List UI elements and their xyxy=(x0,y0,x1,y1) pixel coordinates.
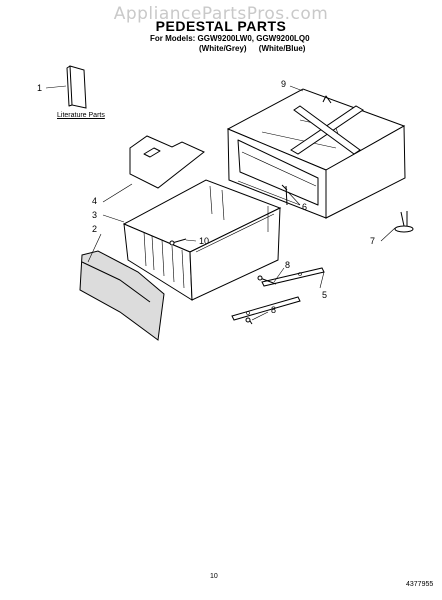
drawer-rail-lower xyxy=(231,296,301,321)
leader-lines xyxy=(45,85,396,321)
callout-9: 9 xyxy=(281,79,287,89)
screw-10 xyxy=(169,238,187,246)
page-number: 10 xyxy=(210,573,218,580)
drawer-basket xyxy=(122,179,282,301)
models-line: For Models: GGW9200LW0, GGW9200LQ0 xyxy=(150,34,310,43)
literature-booklet xyxy=(66,65,87,109)
screw-8-upper xyxy=(257,275,277,285)
leveling-leg xyxy=(394,211,414,233)
document-number: 4377955 xyxy=(406,581,434,588)
watermark: AppliancePartsPros.com xyxy=(113,4,329,24)
color-variants: (White/Grey) (White/Blue) xyxy=(199,44,315,53)
callout-6: 6 xyxy=(302,202,308,212)
literature-parts-label: Literature Parts xyxy=(57,112,105,119)
callout-5: 5 xyxy=(322,290,328,300)
callout-8-upper: 8 xyxy=(285,260,291,270)
callout-8-lower: 8 xyxy=(271,305,277,315)
callout-7: 7 xyxy=(370,236,376,246)
color-variant-white-blue: (White/Blue) xyxy=(258,44,306,53)
page-title: PEDESTAL PARTS xyxy=(155,18,287,34)
drawer-bracket xyxy=(129,135,205,189)
callout-4: 4 xyxy=(92,196,98,206)
callout-10: 10 xyxy=(199,236,210,246)
screw-8-lower xyxy=(245,317,253,325)
color-variant-white-grey: (White/Grey) xyxy=(199,44,247,53)
drawer-front-panel xyxy=(79,250,165,341)
callout-3: 3 xyxy=(92,210,98,220)
drawer-rail-upper xyxy=(261,267,325,287)
callout-1: 1 xyxy=(37,83,43,93)
callout-2: 2 xyxy=(92,224,98,234)
pedestal-cabinet xyxy=(226,88,406,219)
screw-6 xyxy=(281,184,288,206)
